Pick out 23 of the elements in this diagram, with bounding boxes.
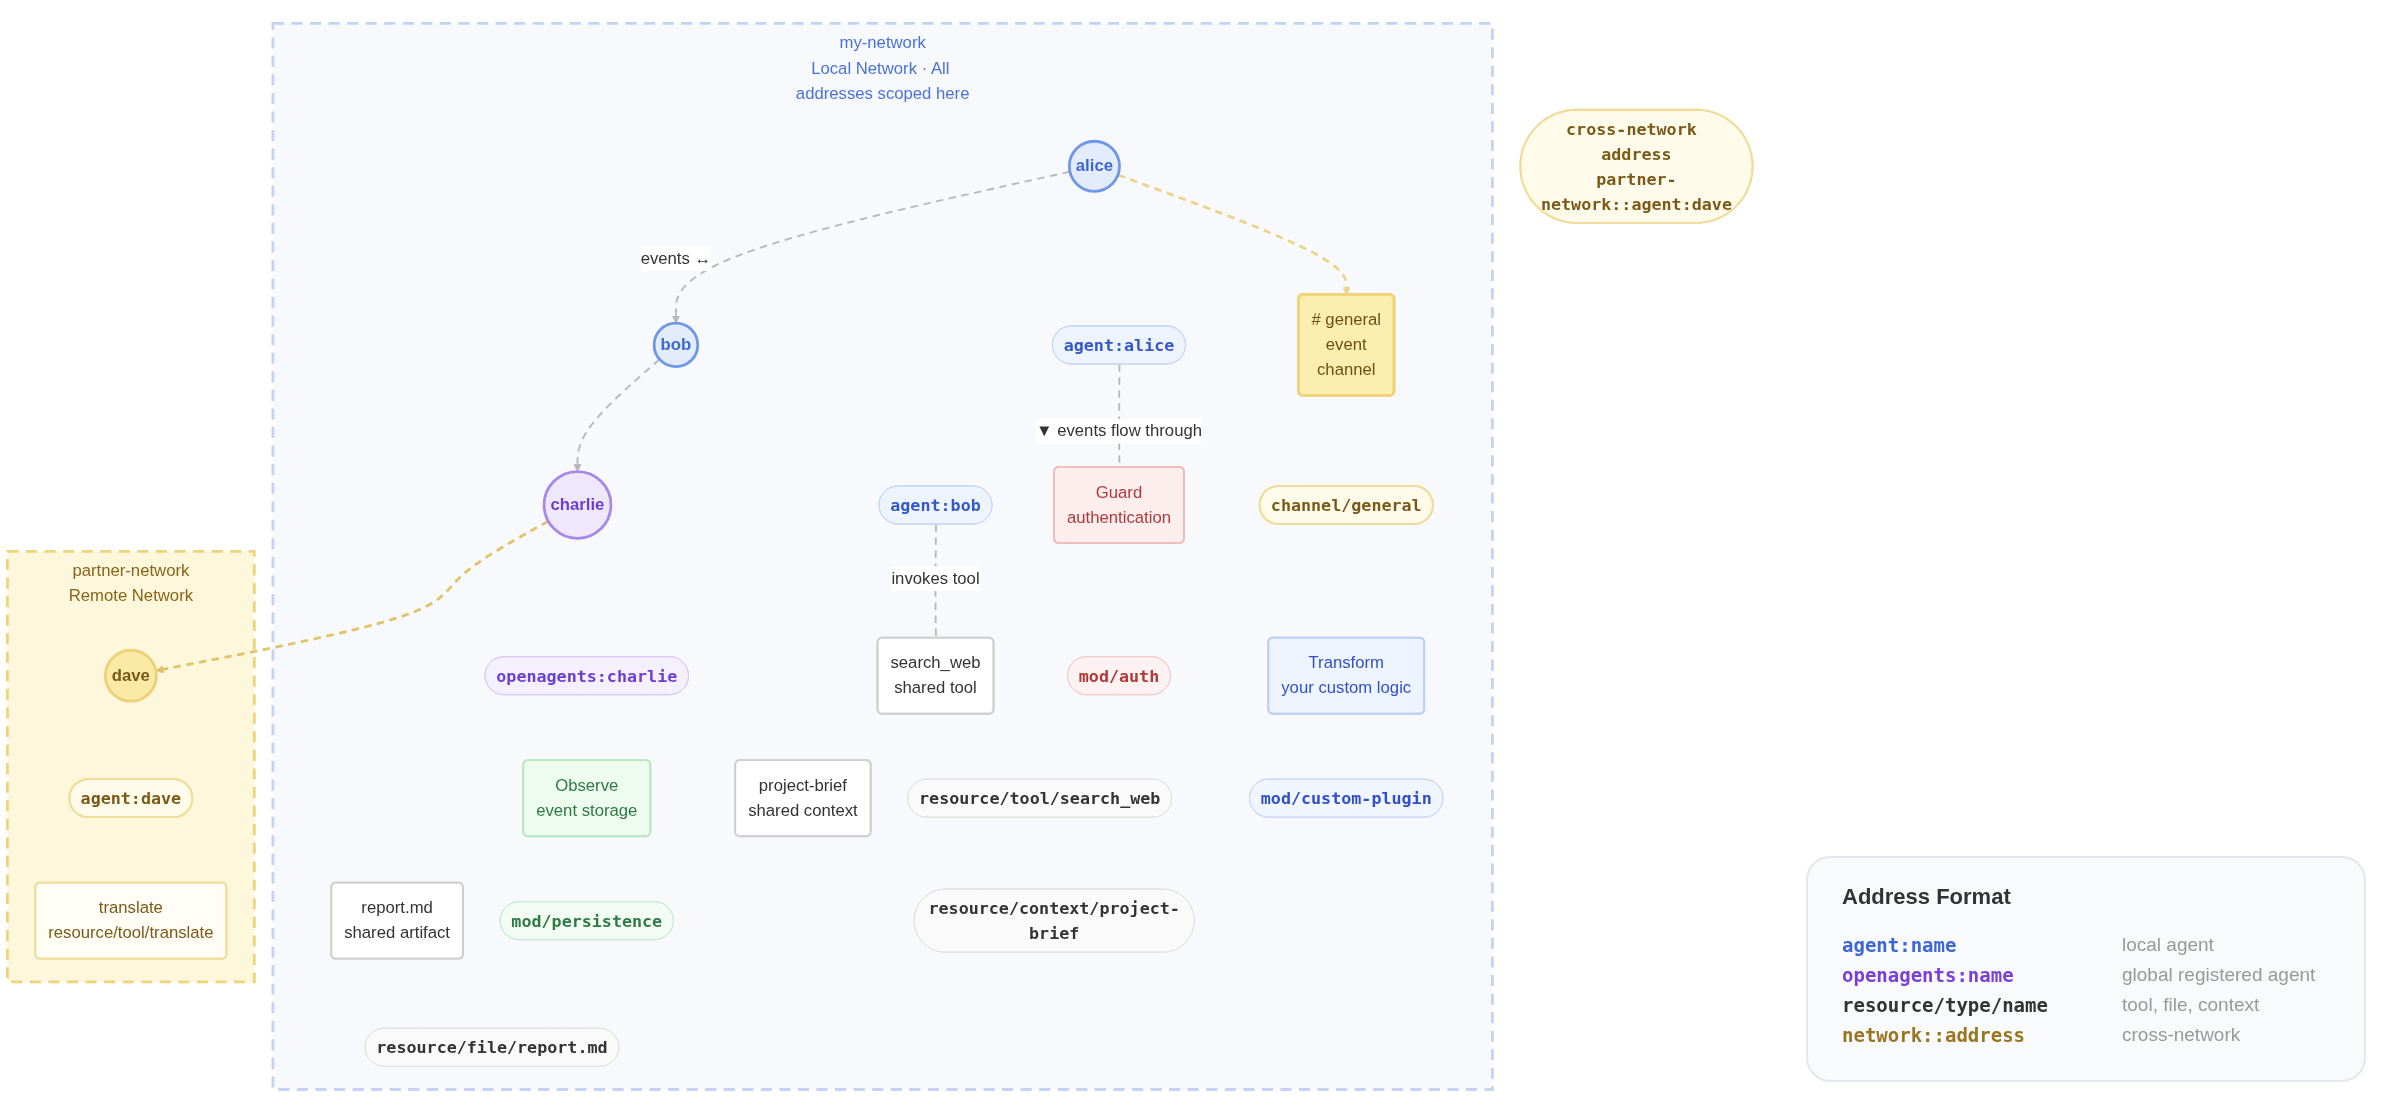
arrow bbox=[573, 357, 661, 472]
node-circle: bob bbox=[652, 321, 700, 368]
node-circle: charlie bbox=[542, 469, 613, 540]
arrow bbox=[155, 519, 549, 673]
format-description: tool, file, context bbox=[2122, 994, 2260, 1016]
edge-label: events ↔ bbox=[640, 248, 712, 267]
arrow bbox=[671, 170, 1071, 323]
node-text: resource/context/project-brief bbox=[928, 897, 1180, 943]
format-description: global registered agent bbox=[2122, 964, 2316, 986]
node-text: resource/file/report.md bbox=[376, 1037, 608, 1057]
node-circle: alice bbox=[1067, 139, 1121, 193]
format-description: local agent bbox=[2122, 934, 2214, 956]
table-heading: Address Format bbox=[1842, 884, 2011, 910]
format-description: cross-network bbox=[2122, 1024, 2241, 1046]
edge-label: invokes tool bbox=[891, 568, 980, 588]
address-format: resource/type/name bbox=[1842, 994, 2049, 1016]
node-circle: dave bbox=[103, 648, 158, 703]
connector bbox=[934, 523, 937, 639]
address-format: openagents:name bbox=[1842, 964, 2015, 986]
address-format: agent:name bbox=[1842, 934, 1958, 956]
address-format: network::address bbox=[1842, 1024, 2027, 1046]
node-text: resource/tool/search_web bbox=[919, 787, 1161, 808]
edge-label: ▼ events flow through bbox=[1036, 420, 1203, 440]
